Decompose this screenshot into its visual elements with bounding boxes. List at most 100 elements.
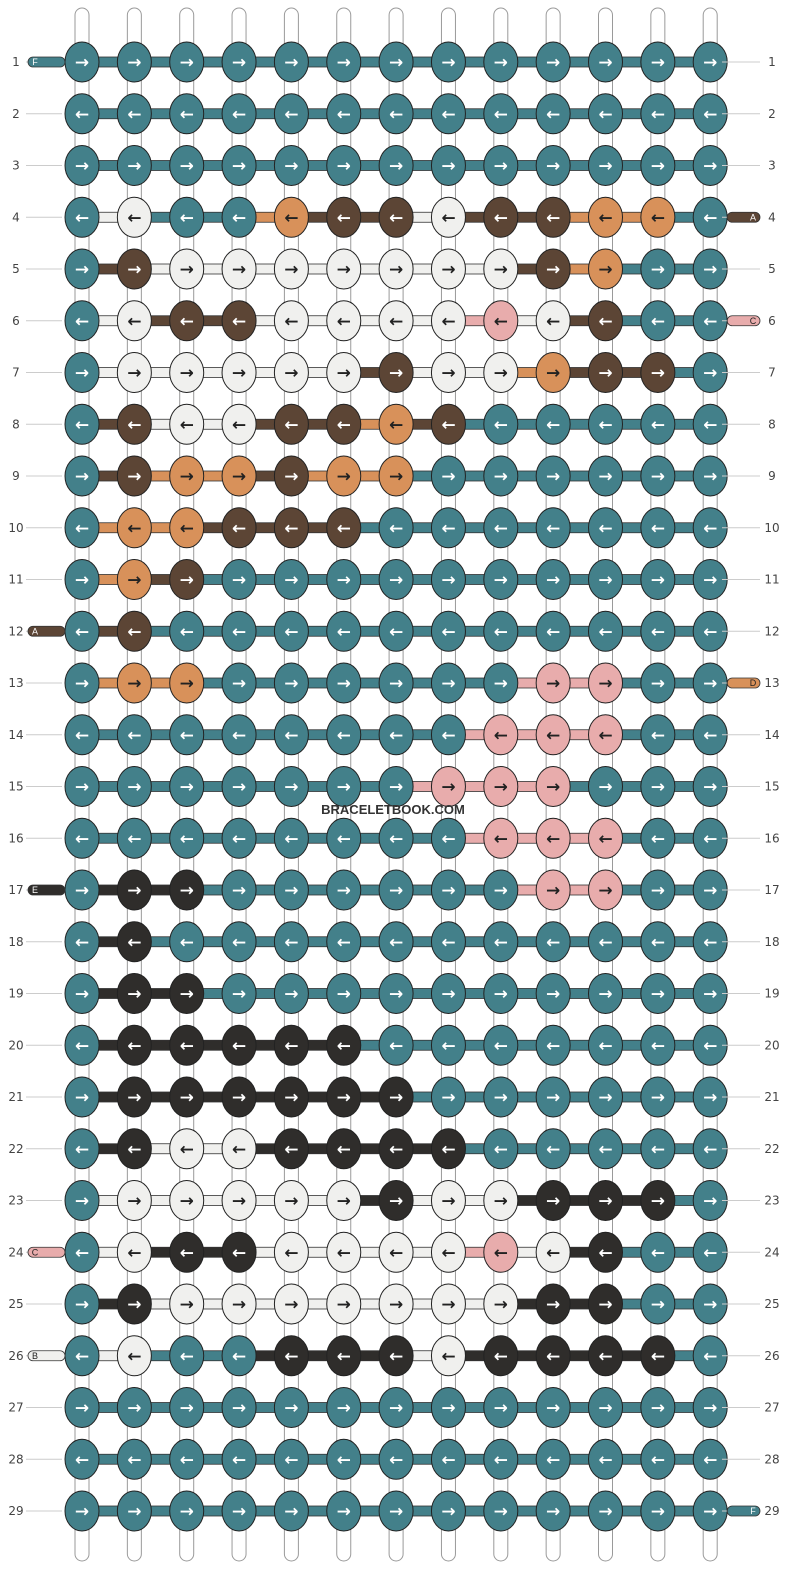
knot[interactable]: ← <box>535 817 571 859</box>
knot[interactable]: ← <box>535 403 571 445</box>
knot[interactable]: ← <box>116 507 152 549</box>
knot[interactable]: ← <box>430 1128 466 1170</box>
knot[interactable]: ← <box>483 817 519 859</box>
knot[interactable]: → <box>692 41 728 83</box>
knot[interactable]: ← <box>378 507 414 549</box>
knot[interactable]: ← <box>692 403 728 445</box>
knot[interactable]: → <box>378 145 414 186</box>
knot[interactable]: → <box>692 559 728 600</box>
knot[interactable]: ← <box>588 1024 623 1066</box>
knot[interactable]: → <box>326 1180 362 1221</box>
knot[interactable]: ← <box>169 1024 205 1066</box>
knot[interactable]: ← <box>430 1024 466 1066</box>
knot[interactable]: → <box>430 248 466 290</box>
knot[interactable]: → <box>378 352 414 393</box>
knot[interactable]: → <box>169 766 205 807</box>
knot[interactable]: → <box>221 248 257 290</box>
knot[interactable]: ← <box>640 93 676 135</box>
knot[interactable]: ← <box>64 93 100 135</box>
knot[interactable]: → <box>169 248 205 290</box>
knot[interactable]: → <box>64 869 100 911</box>
knot[interactable]: ← <box>169 1231 205 1273</box>
knot[interactable]: ← <box>273 507 309 549</box>
knot[interactable]: → <box>430 1283 466 1325</box>
knot[interactable]: ← <box>640 403 676 445</box>
knot[interactable]: → <box>535 1180 571 1221</box>
knot[interactable]: → <box>535 973 571 1014</box>
knot[interactable]: → <box>692 766 728 807</box>
knot[interactable]: → <box>273 145 309 186</box>
knot[interactable]: → <box>221 455 257 497</box>
knot[interactable]: ← <box>273 196 309 238</box>
knot[interactable]: → <box>535 766 571 807</box>
knot[interactable]: → <box>221 1490 257 1532</box>
knot[interactable]: ← <box>378 714 414 756</box>
knot[interactable]: ← <box>326 196 362 238</box>
knot[interactable]: → <box>483 1180 519 1221</box>
knot[interactable]: ← <box>116 714 152 756</box>
knot[interactable]: ← <box>378 817 414 859</box>
knot[interactable]: ← <box>483 921 519 963</box>
knot[interactable]: → <box>692 662 728 704</box>
knot[interactable]: → <box>169 41 205 83</box>
knot[interactable]: ← <box>430 610 466 652</box>
knot[interactable]: ← <box>692 1335 728 1377</box>
knot[interactable]: → <box>588 352 623 393</box>
knot[interactable]: ← <box>430 714 466 756</box>
knot[interactable]: ← <box>430 403 466 445</box>
knot[interactable]: → <box>692 145 728 186</box>
knot[interactable]: → <box>430 559 466 600</box>
knot[interactable]: ← <box>430 921 466 963</box>
knot[interactable]: ← <box>535 1438 571 1480</box>
knot[interactable]: → <box>116 973 152 1014</box>
knot[interactable]: → <box>273 1283 309 1325</box>
knot[interactable]: → <box>273 559 309 600</box>
knot[interactable]: ← <box>378 1231 414 1273</box>
knot[interactable]: ← <box>378 93 414 135</box>
knot[interactable]: → <box>326 41 362 83</box>
knot[interactable]: ← <box>640 921 676 963</box>
knot[interactable]: → <box>588 1490 623 1532</box>
knot[interactable]: ← <box>483 1231 519 1273</box>
knot[interactable]: ← <box>273 1438 309 1480</box>
knot[interactable]: → <box>483 869 519 911</box>
knot[interactable]: ← <box>221 1231 257 1273</box>
knot[interactable]: → <box>692 352 728 393</box>
knot[interactable]: ← <box>430 196 466 238</box>
knot[interactable]: ← <box>221 1438 257 1480</box>
knot[interactable]: → <box>169 1180 205 1221</box>
knot[interactable]: → <box>692 973 728 1014</box>
knot[interactable]: ← <box>588 300 623 342</box>
knot[interactable]: ← <box>169 714 205 756</box>
knot[interactable]: → <box>378 662 414 704</box>
knot[interactable]: ← <box>483 196 519 238</box>
knot[interactable]: → <box>430 41 466 83</box>
knot[interactable]: → <box>221 1283 257 1325</box>
knot[interactable]: ← <box>692 610 728 652</box>
knot[interactable]: ← <box>326 403 362 445</box>
knot[interactable]: ← <box>640 1335 676 1377</box>
knot[interactable]: → <box>116 145 152 186</box>
knot[interactable]: ← <box>483 1438 519 1480</box>
knot[interactable]: ← <box>64 610 100 652</box>
knot[interactable]: ← <box>273 403 309 445</box>
knot[interactable]: ← <box>64 1128 100 1170</box>
knot[interactable]: → <box>64 248 100 290</box>
knot[interactable]: ← <box>64 196 100 238</box>
knot[interactable]: ← <box>64 1231 100 1273</box>
knot[interactable]: → <box>221 1387 257 1428</box>
knot[interactable]: ← <box>64 300 100 342</box>
knot[interactable]: → <box>430 352 466 393</box>
knot[interactable]: → <box>116 559 152 600</box>
knot[interactable]: ← <box>326 507 362 549</box>
knot[interactable]: → <box>378 41 414 83</box>
knot[interactable]: → <box>378 1490 414 1532</box>
knot[interactable]: ← <box>221 1024 257 1066</box>
knot[interactable]: ← <box>535 1335 571 1377</box>
knot[interactable]: ← <box>640 196 676 238</box>
knot[interactable]: → <box>169 869 205 911</box>
knot[interactable]: ← <box>326 610 362 652</box>
knot[interactable]: → <box>588 869 623 911</box>
knot[interactable]: ← <box>221 196 257 238</box>
knot[interactable]: → <box>273 1180 309 1221</box>
